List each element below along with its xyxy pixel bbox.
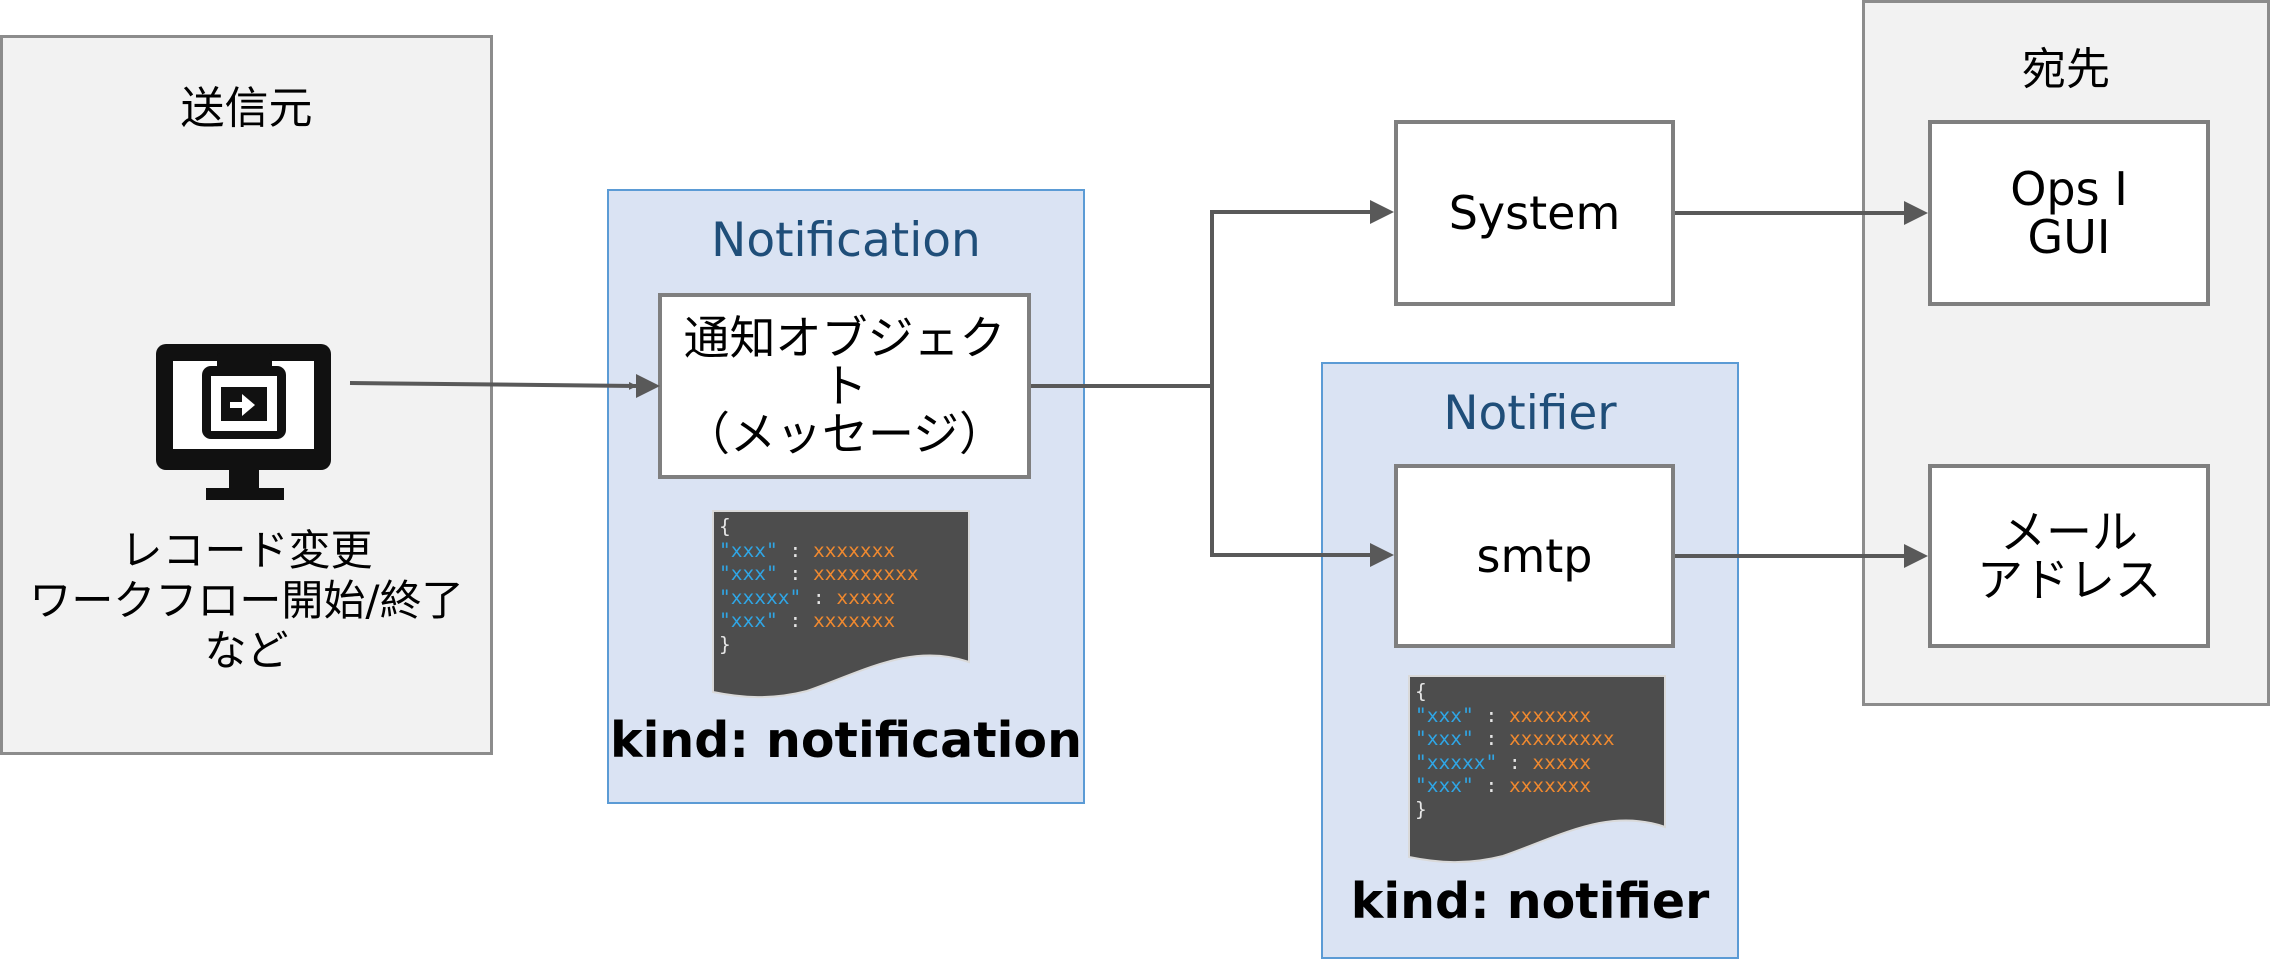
json-line: "xxx" : xxxxxxxxx <box>719 562 919 585</box>
source-panel: 送信元 レコード変更 ワークフロー開始/終了 など <box>0 35 493 755</box>
arrow-source-to-notification <box>349 381 637 390</box>
arrow-to-smtp <box>1210 386 1372 557</box>
json-line: "xxx" : xxxxxxx <box>1415 703 1592 727</box>
arrowhead <box>1904 544 1928 568</box>
json-close-brace: } <box>719 632 731 656</box>
json-open-brace: { <box>1415 680 1427 703</box>
system-node: System <box>1394 120 1675 306</box>
monitor-export-icon <box>151 303 341 503</box>
smtp-node: smtp <box>1394 464 1675 648</box>
json-close-brace: } <box>1415 797 1427 821</box>
arrowhead <box>636 374 660 398</box>
notifier-kind-label: kind: notifier <box>1350 873 1710 930</box>
mail-address-node: メール アドレス <box>1928 464 2210 648</box>
json-line: "xxx" : xxxxxxxxx <box>1415 727 1615 750</box>
json-line: "xxx" : xxxxxxx <box>719 538 896 562</box>
source-caption: レコード変更 ワークフロー開始/終了 など <box>29 526 464 675</box>
notification-kind-label: kind: notification <box>610 712 1082 769</box>
json-document-icon: { "xxx" : xxxxxxx "xxx" : xxxxxxxxx "xxx… <box>1408 675 1666 865</box>
notifier-title: Notifier <box>1443 386 1617 441</box>
json-line: "xxxxx" : xxxxx <box>1415 750 1592 774</box>
arrow-to-system <box>1210 210 1372 386</box>
arrowhead <box>1370 543 1394 567</box>
source-title: 送信元 <box>180 83 313 134</box>
notifier-panel: Notifier <box>1321 362 1739 959</box>
notification-title: Notification <box>711 213 981 268</box>
json-line: "xxx" : xxxxxxx <box>719 609 896 632</box>
json-open-brace: { <box>719 515 731 538</box>
arrowhead <box>1904 201 1928 225</box>
arrowhead <box>1370 200 1394 224</box>
ops-gui-node: Ops I GUI <box>1928 120 2210 306</box>
json-line: "xxxxx" : xxxxx <box>719 585 896 609</box>
notification-panel: Notification <box>607 189 1085 804</box>
json-line: "xxx" : xxxxxxx <box>1415 774 1592 797</box>
json-document-icon: { "xxx" : xxxxxxx "xxx" : xxxxxxxxx "xxx… <box>712 510 970 700</box>
destination-title: 宛先 <box>2022 44 2110 95</box>
notification-message-node: 通知オブジェクト （メッセージ） <box>658 293 1031 479</box>
